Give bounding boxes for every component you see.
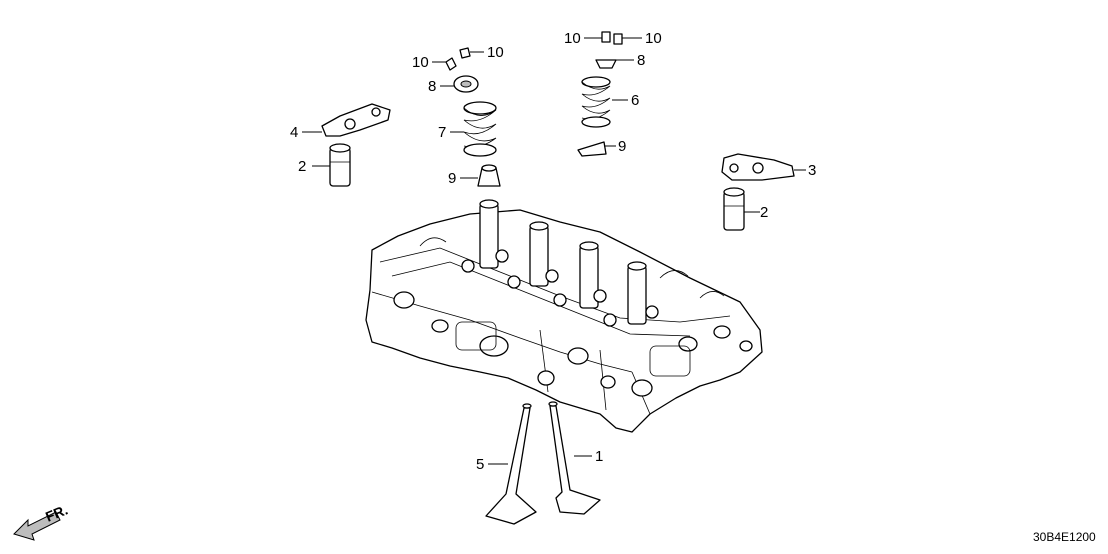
valve-seal-left [477,164,501,187]
lash-adjuster-right [723,187,745,231]
diagram-code: 30B4E1200 [1033,530,1096,544]
lash-adjuster-left [329,143,351,187]
callout-valve-spring-left: 7 [438,124,446,141]
callout-valve-intake: 1 [595,448,603,465]
callout-valve-seal-right: 9 [618,138,626,155]
callout-valve-spring-right: 6 [631,92,639,109]
rocker-arm-a [321,103,391,137]
valve-exhaust [485,403,537,525]
callout-cotter-right-a: 10 [564,30,581,47]
front-arrow: FR. [13,501,70,541]
retainer-right [595,59,617,69]
retainer-left [453,75,479,93]
front-label: FR. [43,501,70,524]
cylinder-head [365,199,763,433]
valve-towers [461,199,659,327]
valve-seal-right [577,141,607,157]
leader-lines [302,37,806,465]
cotter-right-b [613,33,623,45]
callouts: 1 2 2 3 4 5 6 7 8 8 9 9 10 10 10 10 [290,30,816,473]
callout-valve-exhaust: 5 [476,456,484,473]
front-arrow-icon [13,511,61,541]
cotter-left-b [459,47,471,59]
valve-intake [548,401,601,515]
callout-rocker-arm-b: 3 [808,162,816,179]
callout-lash-adjuster-left: 2 [298,158,306,175]
callout-retainer-right: 8 [637,52,645,69]
callout-retainer-left: 8 [428,78,436,95]
valve-spring-left [463,101,497,157]
cotter-left-a [445,57,457,71]
callout-cotter-left-a: 10 [412,54,429,71]
cotter-right-a [601,31,611,43]
callout-valve-seal-left: 9 [448,170,456,187]
callout-cotter-left-b: 10 [487,44,504,61]
callout-rocker-arm-a: 4 [290,124,298,141]
callout-lash-adjuster-right: 2 [760,204,768,221]
rocker-arm-b [721,153,795,181]
callout-cotter-right-b: 10 [645,30,662,47]
valve-spring-right [581,76,611,128]
